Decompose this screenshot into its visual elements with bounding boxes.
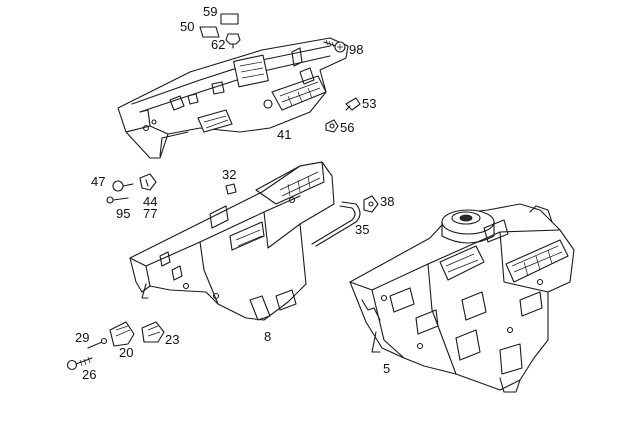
callout-50: 50 [180,19,194,34]
part-95-screw [106,196,129,204]
part-32-clip [225,183,237,195]
part-62-clip [225,33,241,49]
part-8-heater-box [129,161,335,321]
callout-77: 77 [143,206,157,221]
callout-56: 56 [340,120,354,135]
part-23-flap [141,321,165,343]
part-47-screw [112,180,134,192]
part-53-clip [345,97,361,111]
callout-35: 35 [355,222,369,237]
part-29-pin [87,337,108,349]
callout-23: 23 [165,332,179,347]
part-20-flap [109,321,135,347]
callout-53: 53 [362,96,376,111]
part-44-77-clip [139,173,157,191]
callout-20: 20 [119,345,133,360]
part-26-screw [66,356,93,371]
callout-47: 47 [91,174,105,189]
part-50-pad [199,26,220,38]
callout-5: 5 [383,361,390,376]
callout-41: 41 [277,127,291,142]
callout-8: 8 [264,329,271,344]
part-38-clip [363,195,379,213]
callout-26: 26 [82,367,96,382]
part-35-rod [311,201,361,247]
callout-59: 59 [203,4,217,19]
part-41-upper-duct [117,37,349,159]
callout-32: 32 [222,167,236,182]
callout-44: 44 [143,194,157,209]
callout-29: 29 [75,330,89,345]
callout-62: 62 [211,37,225,52]
part-98-screw [323,39,346,53]
callout-38: 38 [380,194,394,209]
part-5-hvac-assembly [349,203,575,393]
callout-95: 95 [116,206,130,221]
part-59-pad [220,13,239,25]
callout-98: 98 [349,42,363,57]
part-56-clip [325,119,339,133]
callout-labels: 59 50 62 98 53 56 41 32 47 44 77 95 38 3… [75,4,394,382]
